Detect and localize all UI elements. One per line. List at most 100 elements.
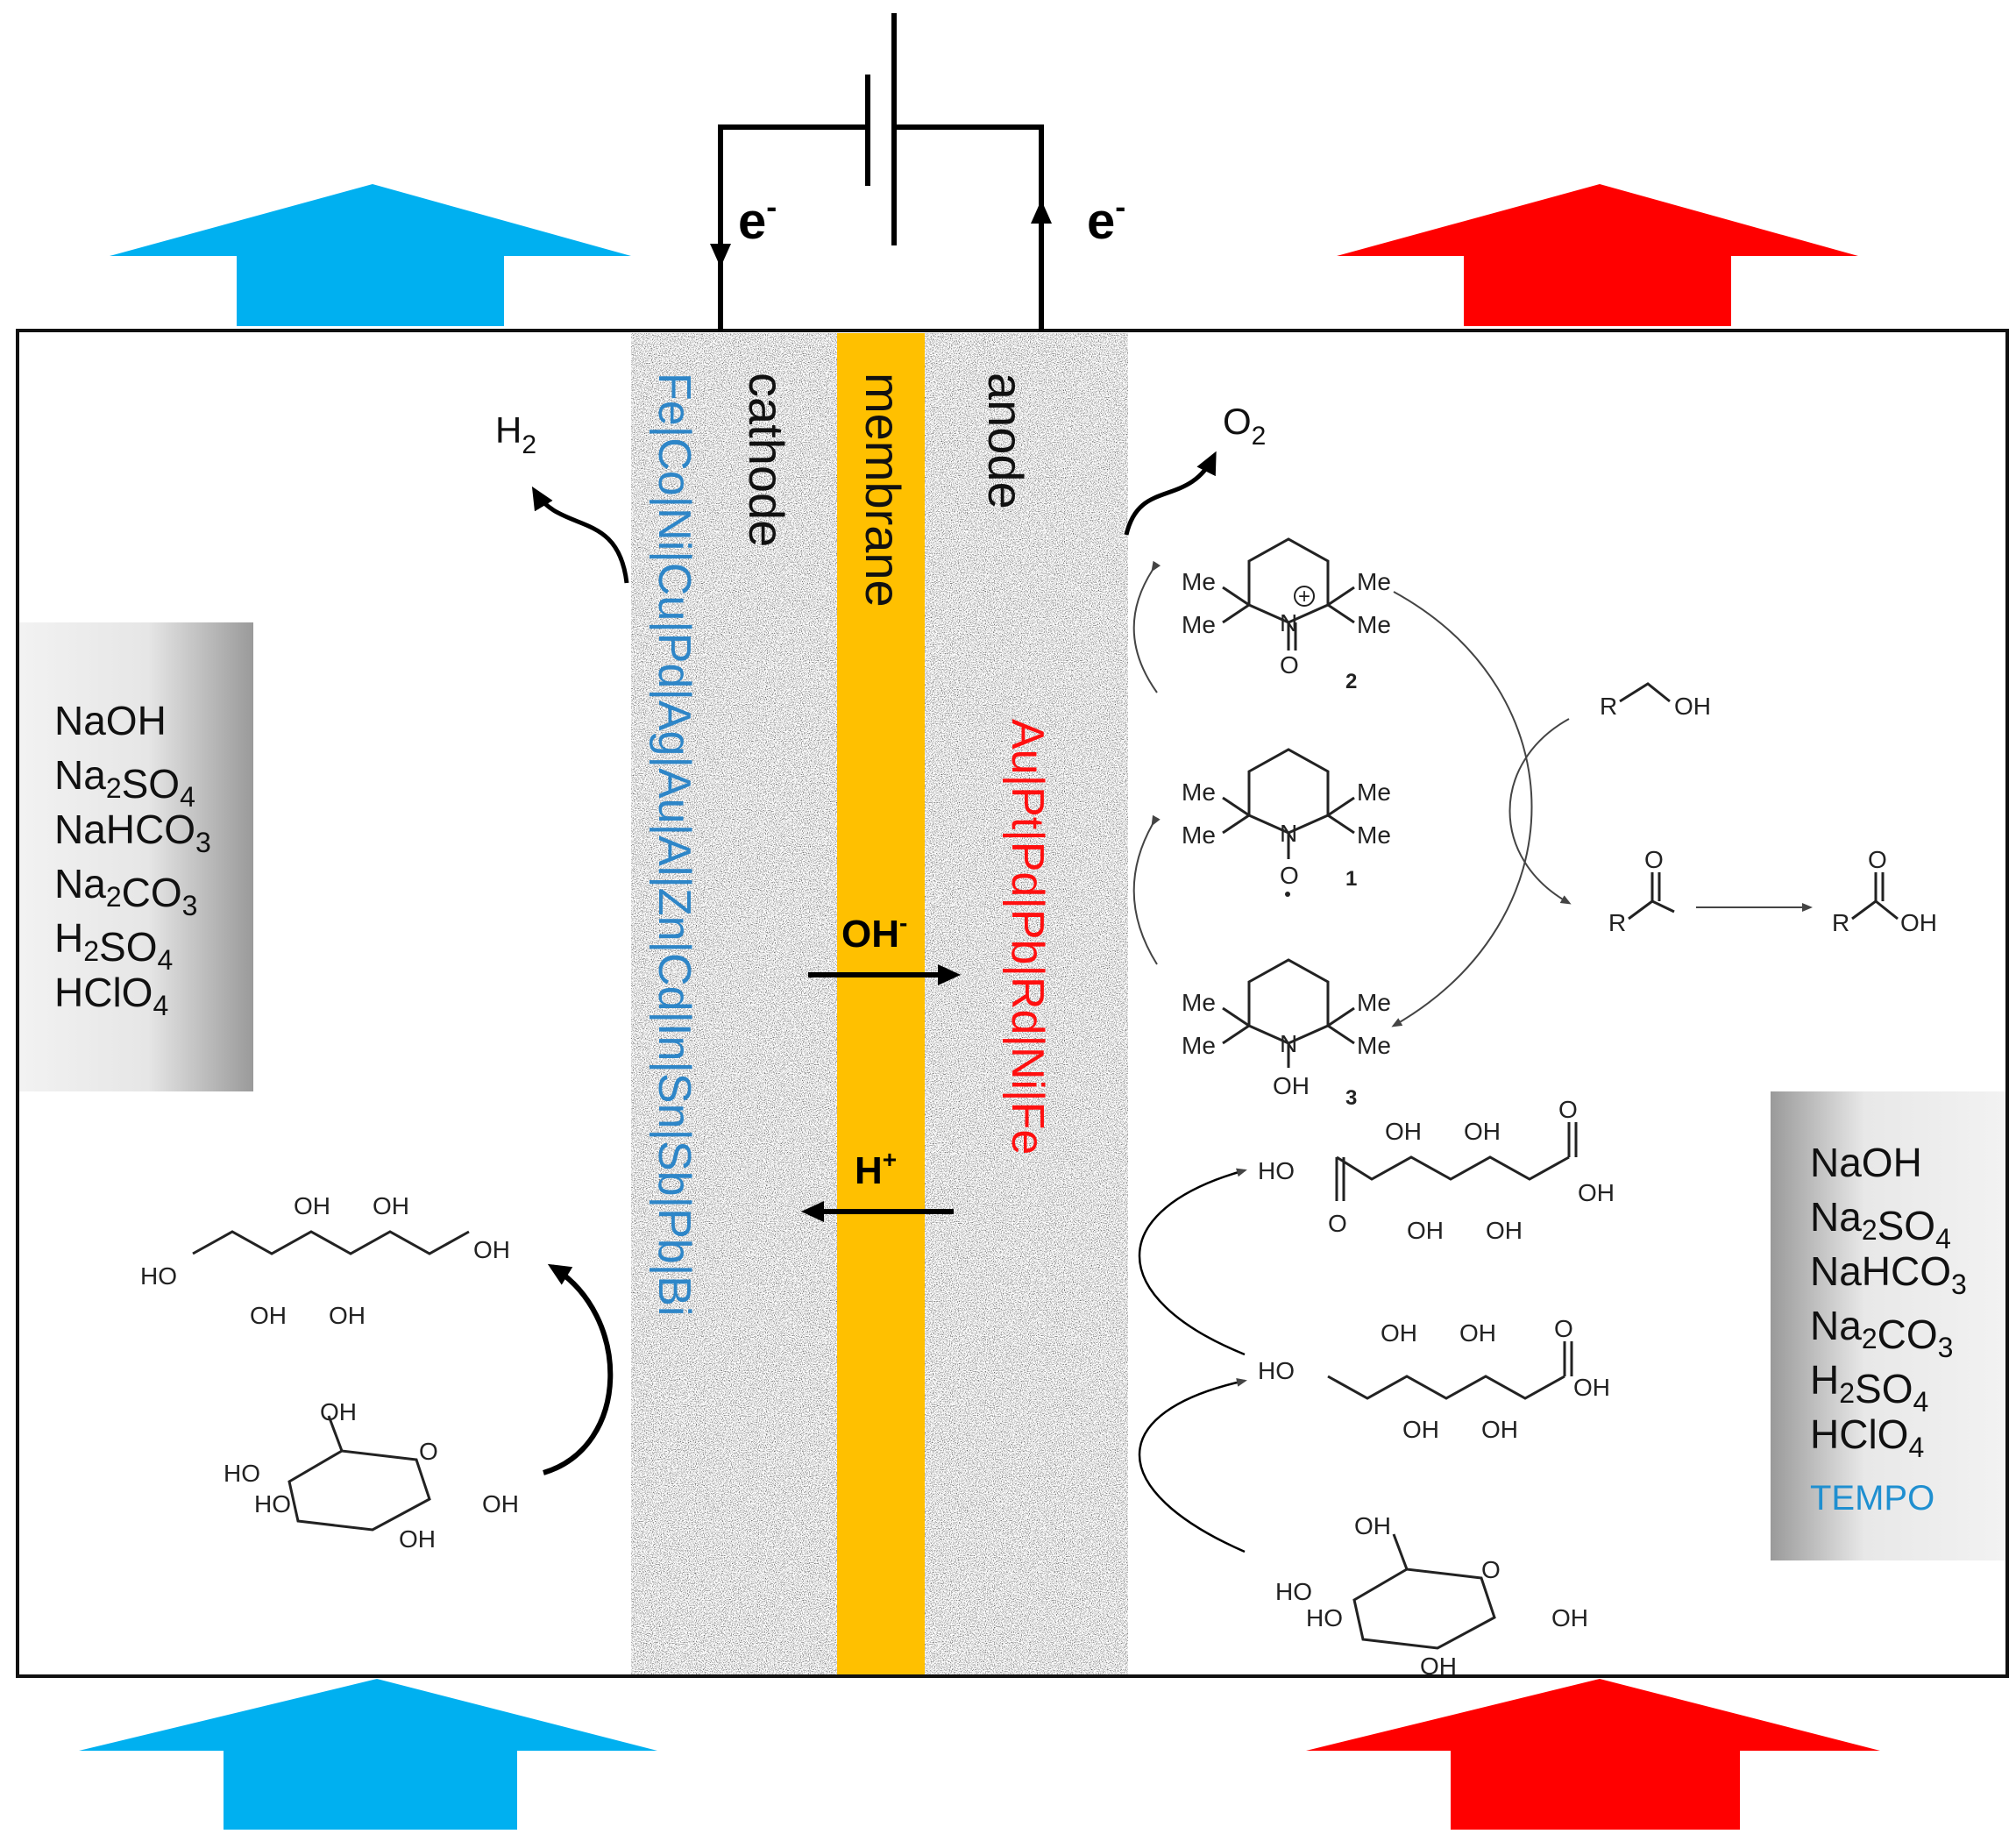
- gluconic-acid-structure: HO OH OH OH OH O OH: [1258, 1315, 1610, 1443]
- cathode-electrode: [631, 333, 837, 1674]
- svg-text:O: O: [1644, 846, 1664, 873]
- electron-down-arrow: [710, 244, 731, 267]
- electrolyte-item: HClO4: [1810, 1411, 1924, 1463]
- svg-text:Me: Me: [1357, 611, 1391, 638]
- svg-text:OH: OH: [1481, 1416, 1518, 1443]
- electrolyte-item: Na2SO4: [1810, 1194, 1951, 1255]
- electron-up-arrow: [1031, 200, 1052, 224]
- glucaric-acid-structure: HO O OH OH OH OH O OH: [1258, 1096, 1615, 1244]
- left-electrolyte-panel: [19, 622, 253, 1091]
- svg-text:OH: OH: [373, 1192, 409, 1219]
- svg-text:OH: OH: [320, 1398, 357, 1425]
- hydrogen-gas-label: H2: [495, 409, 536, 459]
- anode-label: anode: [978, 373, 1033, 509]
- tempo-radical-structure: Me Me Me Me N O 1: [1182, 748, 1391, 897]
- svg-text:OH: OH: [1674, 693, 1711, 720]
- electrolyte-item: H2SO4: [1810, 1357, 1928, 1418]
- svg-text:Me: Me: [1182, 778, 1216, 806]
- svg-text:O: O: [1328, 1210, 1347, 1237]
- electrolyte-item: Na2CO3: [54, 861, 197, 921]
- electrolyte-item: Na2SO4: [54, 752, 195, 813]
- electrolyte-item: H2SO4: [54, 915, 173, 976]
- svg-text:OH: OH: [1402, 1416, 1439, 1443]
- glucose-to-gluconic-arrow: [1139, 1378, 1247, 1553]
- cathode-label: cathode: [739, 373, 794, 547]
- hydrogen-evolution-arrow: [531, 486, 629, 584]
- svg-text:Me: Me: [1357, 568, 1391, 595]
- oxygen-evolution-arrow: [1124, 451, 1217, 536]
- electrolyte-item: HClO4: [54, 970, 168, 1021]
- svg-text:O: O: [1558, 1096, 1578, 1123]
- oxoammonium-structure: Me Me Me Me N + O 2: [1182, 537, 1391, 693]
- svg-text:3: 3: [1345, 1086, 1357, 1110]
- svg-text:N: N: [1280, 820, 1297, 847]
- electrolyte-item: NaHCO3: [54, 807, 211, 858]
- svg-text:OH: OH: [1578, 1179, 1615, 1206]
- tempo-label: TEMPO: [1810, 1479, 1934, 1518]
- svg-text:OH: OH: [1407, 1217, 1444, 1244]
- sorbitol-structure: HO OH OH OH OH OH: [140, 1192, 510, 1329]
- glucose-to-sorbitol-arrow: [543, 1263, 614, 1475]
- svg-text:O: O: [1280, 651, 1299, 679]
- right-electrolyte-panel: [1771, 1091, 2005, 1560]
- svg-text:R: R: [1832, 909, 1849, 936]
- svg-text:HO: HO: [1258, 1157, 1295, 1184]
- anode-inlet-arrow: [1306, 1679, 1880, 1830]
- cathode-inlet-arrow: [79, 1679, 657, 1830]
- svg-text:Me: Me: [1182, 821, 1216, 849]
- svg-text:Me: Me: [1182, 1032, 1216, 1059]
- svg-text:OH: OH: [1573, 1374, 1610, 1401]
- svg-text:OH: OH: [329, 1302, 366, 1329]
- svg-text:R: R: [1608, 909, 1626, 936]
- svg-text:OH: OH: [1273, 1072, 1310, 1099]
- svg-text:+: +: [1298, 585, 1310, 608]
- anode-electrode: [925, 333, 1128, 1674]
- oxygen-gas-label: O2: [1223, 401, 1266, 451]
- glucose-left-structure: OH O HO HO OH OH: [224, 1398, 519, 1553]
- electrolyte-item: Na2CO3: [1810, 1303, 1953, 1363]
- cell-outline: [16, 329, 2009, 1678]
- svg-text:O: O: [1280, 862, 1299, 889]
- svg-text:OH: OH: [1486, 1217, 1523, 1244]
- hydroxylamine-structure: Me Me Me Me N OH 3: [1182, 958, 1391, 1110]
- electron-right-label: e-: [1087, 188, 1125, 250]
- svg-text:HO: HO: [224, 1460, 260, 1487]
- svg-text:O: O: [1554, 1315, 1573, 1342]
- svg-text:OH: OH: [1354, 1512, 1391, 1539]
- anode-metals-label: Au|Pt|Pd|Pb|Rd|Ni|Fe: [1002, 719, 1053, 1155]
- svg-text:1: 1: [1345, 867, 1357, 891]
- svg-text:O: O: [419, 1438, 438, 1465]
- svg-text:OH: OH: [399, 1525, 436, 1553]
- svg-text:Me: Me: [1357, 778, 1391, 806]
- svg-text:N: N: [1280, 1030, 1297, 1057]
- svg-text:OH: OH: [1385, 1118, 1422, 1145]
- svg-text:OH: OH: [294, 1192, 330, 1219]
- hydroxide-ion-label: OH-: [841, 909, 907, 956]
- svg-text:N: N: [1280, 609, 1297, 636]
- electron-left-label: e-: [738, 188, 777, 250]
- svg-text:OH: OH: [1381, 1319, 1417, 1347]
- svg-text:HO: HO: [1258, 1357, 1295, 1384]
- svg-text:HO: HO: [1306, 1604, 1343, 1631]
- svg-text:HO: HO: [254, 1490, 291, 1518]
- external-circuit: [718, 13, 1044, 331]
- glucose-right-structure: OH O HO HO OH OH: [1275, 1512, 1588, 1680]
- svg-text:OH: OH: [1459, 1319, 1496, 1347]
- svg-text:Me: Me: [1182, 611, 1216, 638]
- svg-text:Me: Me: [1357, 821, 1391, 849]
- svg-text:OH: OH: [482, 1490, 519, 1518]
- cathode-metals-label: Fe|Co|Ni|Cu|Pd|Ag|Au|Al|Zn|Cd|In|Sn|Sb|P…: [649, 373, 699, 1316]
- svg-text:OH: OH: [1900, 909, 1937, 936]
- cathode-outlet-arrow: [110, 184, 631, 326]
- gluconic-to-glucaric-arrow: [1139, 1168, 1247, 1356]
- svg-text:O: O: [1868, 846, 1887, 873]
- svg-text:O: O: [1481, 1556, 1501, 1583]
- electrolyte-item: NaOH: [1810, 1140, 1922, 1185]
- svg-text:R: R: [1600, 693, 1617, 720]
- electrolyte-item: NaOH: [54, 698, 167, 743]
- svg-text:2: 2: [1345, 670, 1357, 693]
- anode-outlet-arrow: [1337, 184, 1858, 326]
